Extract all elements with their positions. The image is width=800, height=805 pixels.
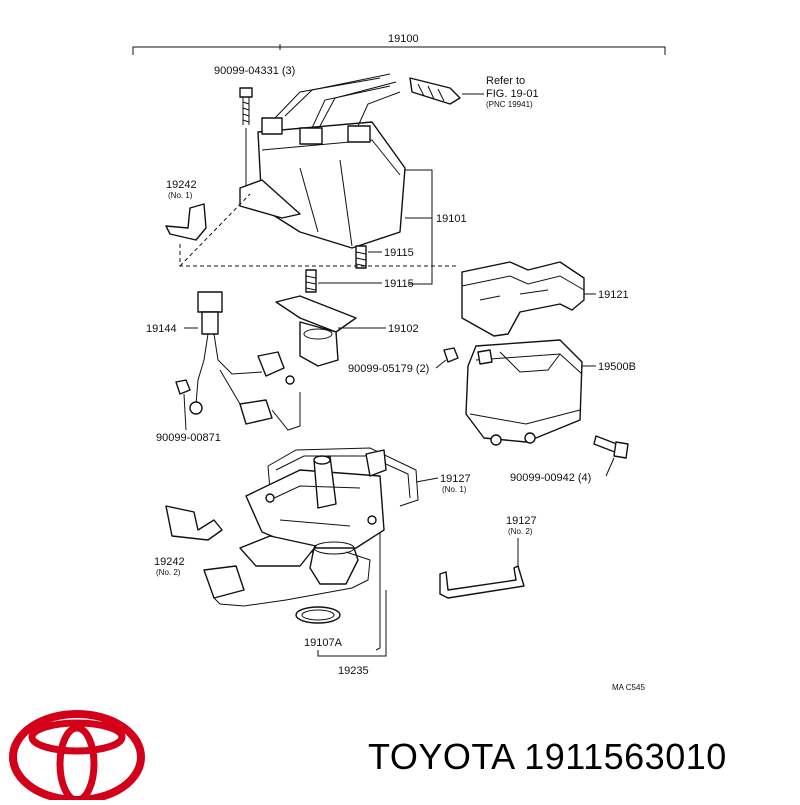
brand-name: TOYOTA: [368, 736, 514, 777]
label-clamp-mid: 19127: [440, 473, 471, 485]
label-clamp-right-sub: (No. 2): [508, 527, 533, 536]
label-refer-1: Refer to: [486, 75, 525, 87]
label-screw-left: 90099-00871: [156, 432, 221, 444]
label-clamp-no2-sub: (No. 2): [156, 568, 181, 577]
distributor-cover-icon: [461, 261, 585, 337]
screw-mid-icon: [443, 347, 459, 363]
label-clamp-no1: 19242: [166, 179, 197, 191]
spring-a-icon: [355, 245, 367, 269]
label-screw-right: 90099-00942 (4): [510, 472, 591, 484]
bolt-top-icon: [239, 87, 253, 125]
label-clamp-no1-sub: (No. 1): [168, 191, 193, 200]
assembly-bracket: [132, 44, 666, 55]
screw-left-icon: [175, 379, 191, 431]
o-ring-icon: [295, 606, 341, 624]
spring-b-icon: [305, 269, 317, 293]
label-clamp-right: 19127: [506, 515, 537, 527]
diagram-code: MA C545: [612, 683, 645, 692]
label-refer-2: FIG. 19-01: [486, 88, 539, 100]
rotor-icon: [275, 295, 357, 367]
label-harness: 19144: [146, 323, 177, 335]
label-clamp-no2: 19242: [154, 556, 185, 568]
wire-harness-icon: [189, 291, 301, 431]
label-cover: 19121: [598, 289, 629, 301]
label-cap: 19101: [436, 213, 467, 225]
clamp-no2-icon: [165, 505, 223, 541]
label-rotor: 19102: [388, 323, 419, 335]
label-distributor: 19235: [338, 665, 369, 677]
label-clamp-mid-sub: (No. 1): [442, 485, 467, 494]
wire-clamp-no2-icon: [439, 565, 525, 599]
part-number: 1911563010: [524, 736, 727, 777]
label-housing: 19500B: [598, 361, 636, 373]
distributor-cap-icon: [239, 73, 406, 249]
connector-icon: [203, 565, 245, 607]
toyota-logo-icon: [9, 710, 145, 804]
distributor-housing-icon: [465, 339, 583, 446]
label-refer-3: (PNC 19941): [486, 100, 533, 109]
label-assembly: 19100: [388, 33, 419, 45]
distributor-body-icon: [239, 449, 387, 607]
wire-clamp-icon: [409, 77, 461, 105]
label-bolt-top: 90099-04331 (3): [214, 65, 295, 77]
brand-part-title: TOYOTA 1911563010: [368, 736, 727, 778]
label-spring-a: 19115: [384, 247, 414, 259]
clamp-no1-icon: [165, 203, 207, 241]
screw-right-icon: [593, 435, 629, 459]
label-screw-mid: 90099-05179 (2): [348, 363, 429, 375]
label-spring-b: 19115: [384, 278, 414, 290]
label-oring: 19107A: [304, 637, 343, 649]
